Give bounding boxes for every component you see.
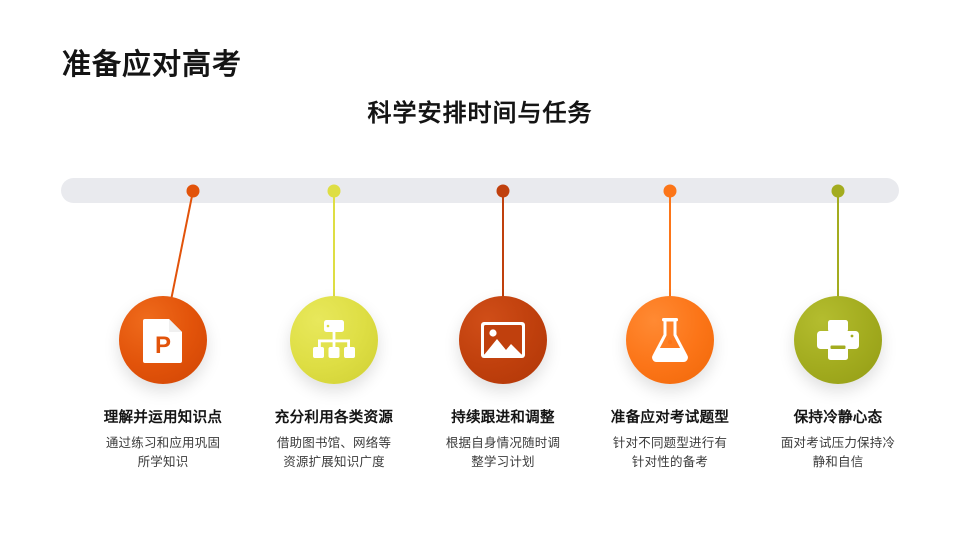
timeline-node-dot-5[interactable] [831, 184, 845, 198]
sitemap-icon [311, 319, 357, 361]
step-description-line-1: 面对考试压力保持冷 [780, 436, 896, 450]
timeline-connector-4 [668, 191, 672, 304]
step-description-line-1: 通过练习和应用巩固 [105, 436, 221, 450]
step-text-block-2: 充分利用各类资源借助图书馆、网络等资源扩展知识广度 [239, 408, 429, 472]
step-icon-circle-3[interactable] [459, 296, 547, 384]
step-description-line-1: 根据自身情况随时调 [445, 436, 561, 450]
step-icon-circle-1[interactable]: P [119, 296, 207, 384]
timeline-track [61, 178, 899, 203]
step-text-block-1: 理解并运用知识点通过练习和应用巩固所学知识 [68, 408, 258, 472]
step-heading-3: 持续跟进和调整 [451, 410, 555, 426]
step-icon-circle-5[interactable] [794, 296, 882, 384]
step-description-4: 针对不同题型进行有针对性的备考 [575, 434, 765, 472]
step-description-5: 面对考试压力保持冷静和自信 [743, 434, 933, 472]
printer-icon [815, 319, 861, 361]
step-description-1: 通过练习和应用巩固所学知识 [68, 434, 258, 472]
step-text-block-5: 保持冷静心态面对考试压力保持冷静和自信 [743, 408, 933, 472]
step-description-line-2: 针对性的备考 [631, 455, 709, 469]
step-heading-5: 保持冷静心态 [793, 410, 883, 426]
step-description-line-2: 静和自信 [812, 455, 864, 469]
page-subtitle: 科学安排时间与任务 [367, 100, 593, 127]
step-description-line-1: 借助图书馆、网络等 [276, 436, 392, 450]
timeline-connector-5 [836, 191, 840, 304]
page-title: 准备应对高考 [62, 49, 243, 81]
step-description-line-2: 所学知识 [137, 455, 189, 469]
image-picture-icon [480, 321, 526, 359]
step-heading-2: 充分利用各类资源 [274, 410, 394, 426]
timeline-connector-2 [332, 191, 336, 304]
step-description-2: 借助图书馆、网络等资源扩展知识广度 [239, 434, 429, 472]
step-icon-circle-2[interactable] [290, 296, 378, 384]
step-description-3: 根据自身情况随时调整学习计划 [408, 434, 598, 472]
step-description-line-2: 整学习计划 [471, 455, 535, 469]
powerpoint-file-icon: P [142, 317, 184, 363]
step-heading-1: 理解并运用知识点 [103, 410, 223, 426]
step-description-line-2: 资源扩展知识广度 [283, 455, 385, 469]
step-icon-circle-4[interactable] [626, 296, 714, 384]
timeline-node-dot-1[interactable] [186, 184, 200, 198]
flask-beaker-icon [650, 317, 690, 363]
timeline-node-dot-3[interactable] [496, 184, 510, 198]
svg-text:P: P [155, 332, 171, 359]
timeline-connector-3 [501, 191, 505, 304]
timeline-node-dot-2[interactable] [327, 184, 341, 198]
step-text-block-3: 持续跟进和调整根据自身情况随时调整学习计划 [408, 408, 598, 472]
timeline-connector-1 [168, 190, 195, 305]
timeline-node-dot-4[interactable] [663, 184, 677, 198]
step-description-line-1: 针对不同题型进行有 [612, 436, 728, 450]
step-text-block-4: 准备应对考试题型针对不同题型进行有针对性的备考 [575, 408, 765, 472]
step-heading-4: 准备应对考试题型 [610, 410, 730, 426]
